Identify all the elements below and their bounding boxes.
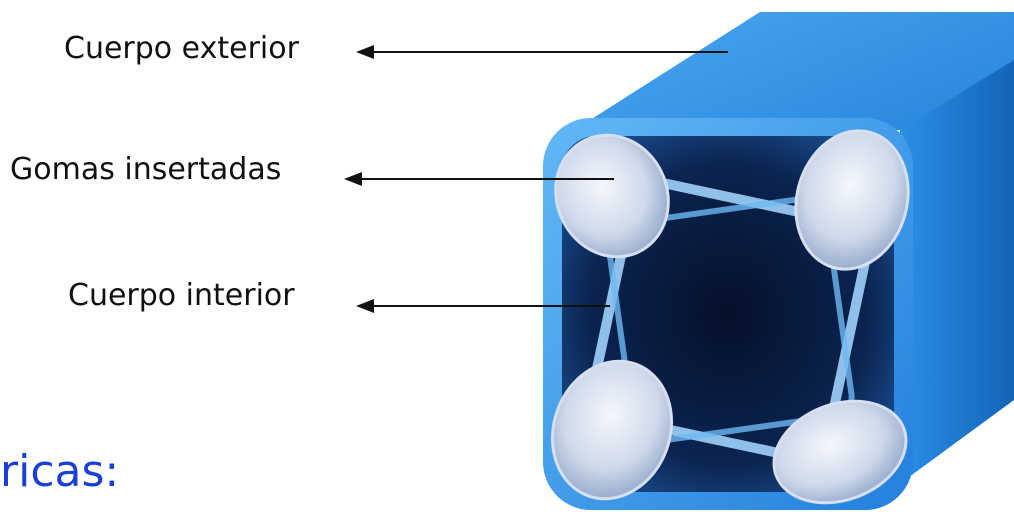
- label-inner-body: Cuerpo interior: [68, 281, 295, 311]
- label-rubber-inserts: Gomas insertadas: [10, 155, 281, 185]
- partial-heading: ricas:: [0, 450, 119, 494]
- tube-side-face: [900, 60, 1014, 480]
- label-outer-body: Cuerpo exterior: [64, 34, 299, 64]
- arrowhead-rubber-inserts: [344, 172, 362, 186]
- arrowhead-inner-body: [356, 299, 374, 313]
- arrowhead-outer-body: [356, 45, 374, 59]
